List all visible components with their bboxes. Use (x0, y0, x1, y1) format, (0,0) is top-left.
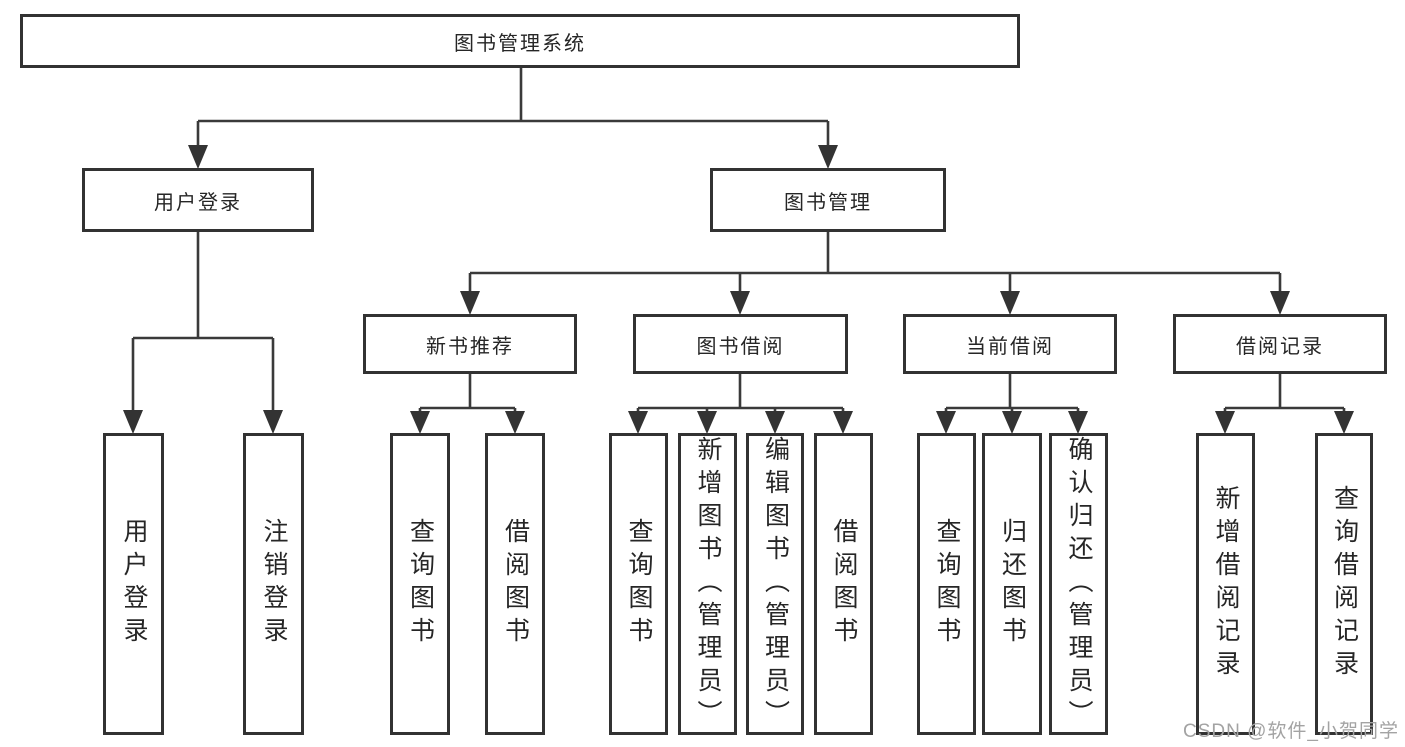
leaf-edit-books-admin-label: 编辑图书（管理员） (761, 435, 790, 733)
node-library-management-system: 图书管理系统 (20, 14, 1020, 68)
leaf-confirm-return-admin: 确认归还（管理员） (1049, 433, 1108, 735)
connector-user-login-children (123, 232, 283, 434)
leaf-add-books-admin: 新增图书（管理员） (678, 433, 737, 735)
leaf-query-books-newbook: 查询图书 (390, 433, 450, 735)
leaf-borrow-books-borrowing-label: 借阅图书 (830, 518, 858, 650)
leaf-confirm-return-admin-label: 确认归还（管理员） (1065, 435, 1093, 733)
leaf-return-books-label: 归还图书 (998, 518, 1027, 650)
node-book-management: 图书管理 (710, 168, 946, 232)
leaf-borrow-books-newbook: 借阅图书 (485, 433, 545, 735)
leaf-logout-label: 注销登录 (260, 518, 288, 650)
connector-book-management-children (460, 232, 1290, 315)
leaf-add-borrow-record-label: 新增借阅记录 (1212, 485, 1240, 683)
connector-current-borrowing-children (936, 374, 1088, 434)
connector-book-borrowing-children (628, 374, 853, 434)
node-user-login: 用户登录 (82, 168, 314, 232)
leaf-query-borrow-record-label: 查询借阅记录 (1330, 485, 1359, 683)
leaf-borrow-books-borrowing: 借阅图书 (814, 433, 873, 735)
leaf-query-borrow-record: 查询借阅记录 (1315, 433, 1373, 735)
leaf-query-books-borrowing-label: 查询图书 (625, 518, 653, 650)
leaf-query-books-newbook-label: 查询图书 (406, 518, 435, 650)
node-book-borrowing: 图书借阅 (633, 314, 848, 374)
leaf-add-borrow-record: 新增借阅记录 (1196, 433, 1255, 735)
leaf-query-books-borrowing: 查询图书 (609, 433, 668, 735)
leaf-logout: 注销登录 (243, 433, 304, 735)
node-borrowing-records: 借阅记录 (1173, 314, 1387, 374)
leaf-query-books-current: 查询图书 (917, 433, 976, 735)
csdn-watermark: CSDN @软件_小贺同学 (1183, 721, 1399, 742)
connector-new-book-children (410, 374, 525, 434)
leaf-return-books: 归还图书 (982, 433, 1042, 735)
leaf-user-login: 用户登录 (103, 433, 164, 735)
leaf-edit-books-admin: 编辑图书（管理员） (746, 433, 804, 735)
leaf-user-login-label: 用户登录 (120, 518, 148, 650)
node-current-borrowing: 当前借阅 (903, 314, 1117, 374)
leaf-query-books-current-label: 查询图书 (933, 518, 961, 650)
connector-root-to-level2 (188, 67, 838, 169)
leaf-add-books-admin-label: 新增图书（管理员） (694, 435, 722, 733)
leaf-borrow-books-newbook-label: 借阅图书 (501, 518, 530, 650)
node-new-book-recommendation: 新书推荐 (363, 314, 577, 374)
connector-borrowing-records-children (1215, 374, 1354, 434)
